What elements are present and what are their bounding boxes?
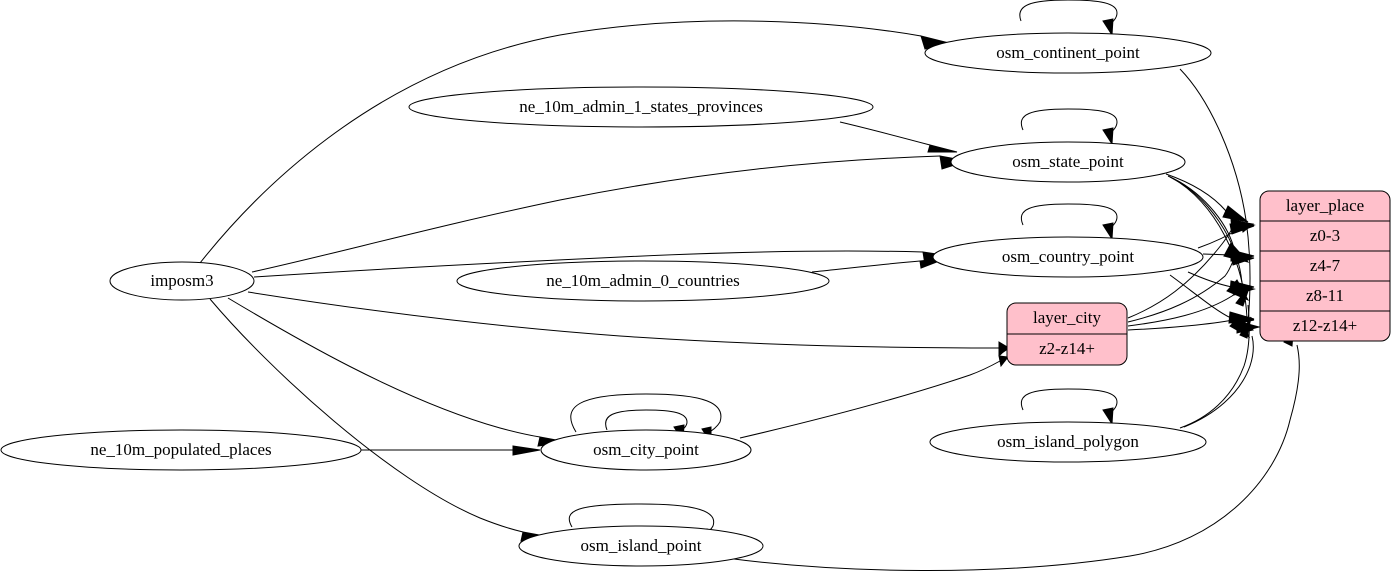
node-label-ne_10m_populated_places: ne_10m_populated_places [90, 440, 271, 459]
edge-osm_island_polygon-to-layer_place-z12 [1183, 316, 1254, 428]
edge-osm_island_polygon-to-layer_place-z8 [1179, 284, 1251, 429]
layer_place-row-z8-11[interactable]: z8-11 [1306, 286, 1344, 305]
layer_place-row-z0-3[interactable]: z0-3 [1310, 226, 1340, 245]
node-label-osm_island_point: osm_island_point [581, 536, 702, 555]
node-osm_country_point[interactable]: osm_country_point [932, 236, 1204, 278]
node-osm_continent_point[interactable]: osm_continent_point [924, 32, 1212, 74]
self-loop-osm_state_point [1020, 108, 1118, 146]
edge-admin_0_countries-to-osm_country_point [811, 257, 948, 273]
node-imposm3[interactable]: imposm3 [109, 261, 255, 301]
edge-imposm3-to-layer_city [247, 291, 1010, 357]
node-label-osm_continent_point: osm_continent_point [996, 43, 1140, 62]
node-label-osm_island_polygon: osm_island_polygon [997, 432, 1139, 451]
node-ne_10m_admin_0_countries[interactable]: ne_10m_admin_0_countries [456, 260, 830, 302]
node-label-imposm3: imposm3 [150, 271, 213, 290]
self-loop-osm_country_point [1020, 203, 1118, 241]
edge-states_provinces-to-osm_state_point [839, 121, 958, 153]
layer_city-title: layer_city [1033, 308, 1101, 327]
edge-populated_places-to-osm_city_point [361, 445, 541, 456]
edge-layer_city-to-layer_place-z4 [1127, 254, 1255, 323]
node-layer: imposm3 ne_10m_admin_1_states_provinces … [0, 32, 1212, 567]
edge-osm_city_point-to-layer_city [739, 355, 1009, 439]
edge-imposm3-to-osm_state_point [251, 155, 968, 273]
node-ne_10m_populated_places[interactable]: ne_10m_populated_places [0, 429, 362, 471]
edge-imposm3-to-osm_island_point [209, 298, 551, 542]
node-osm_island_polygon[interactable]: osm_island_polygon [929, 421, 1207, 463]
edge-osm_state_point-to-layer_place-z0 [1165, 173, 1249, 223]
edge-layer_city-to-layer_place-z0 [1127, 223, 1255, 319]
node-label-ne_10m_admin_0_countries: ne_10m_admin_0_countries [546, 271, 740, 290]
node-label-ne_10m_admin_1_states_provinces: ne_10m_admin_1_states_provinces [519, 97, 763, 116]
edge-layer_city-to-layer_place-z12 [1127, 314, 1255, 331]
layer_place-row-z4-7[interactable]: z4-7 [1310, 256, 1341, 275]
node-ne_10m_admin_1_states_provinces[interactable]: ne_10m_admin_1_states_provinces [408, 86, 874, 128]
layer_city-row-z2-z14plus[interactable]: z2-z14+ [1039, 339, 1095, 358]
layer_place-title: layer_place [1286, 196, 1364, 215]
node-osm_island_point[interactable]: osm_island_point [518, 525, 764, 567]
node-label-osm_state_point: osm_state_point [1012, 152, 1124, 171]
node-osm_city_point[interactable]: osm_city_point [540, 429, 752, 471]
layer_place-box[interactable] [1259, 190, 1391, 342]
self-loop-osm_continent_point [1019, 0, 1118, 37]
self-loop-osm_island_polygon [1020, 388, 1118, 426]
edge-layer [199, 20, 1300, 572]
record-node-layer_city[interactable]: layer_city z2-z14+ [1006, 302, 1128, 366]
edge-imposm3-to-osm_continent_point [199, 20, 950, 264]
node-label-osm_country_point: osm_country_point [1002, 247, 1134, 266]
node-label-osm_city_point: osm_city_point [593, 440, 699, 459]
node-osm_state_point[interactable]: osm_state_point [950, 141, 1186, 183]
record-node-layer_place[interactable]: layer_place z0-3 z4-7 z8-11 z12-z14+ [1259, 190, 1391, 342]
layer_place-row-z12-z14plus[interactable]: z12-z14+ [1293, 316, 1357, 335]
